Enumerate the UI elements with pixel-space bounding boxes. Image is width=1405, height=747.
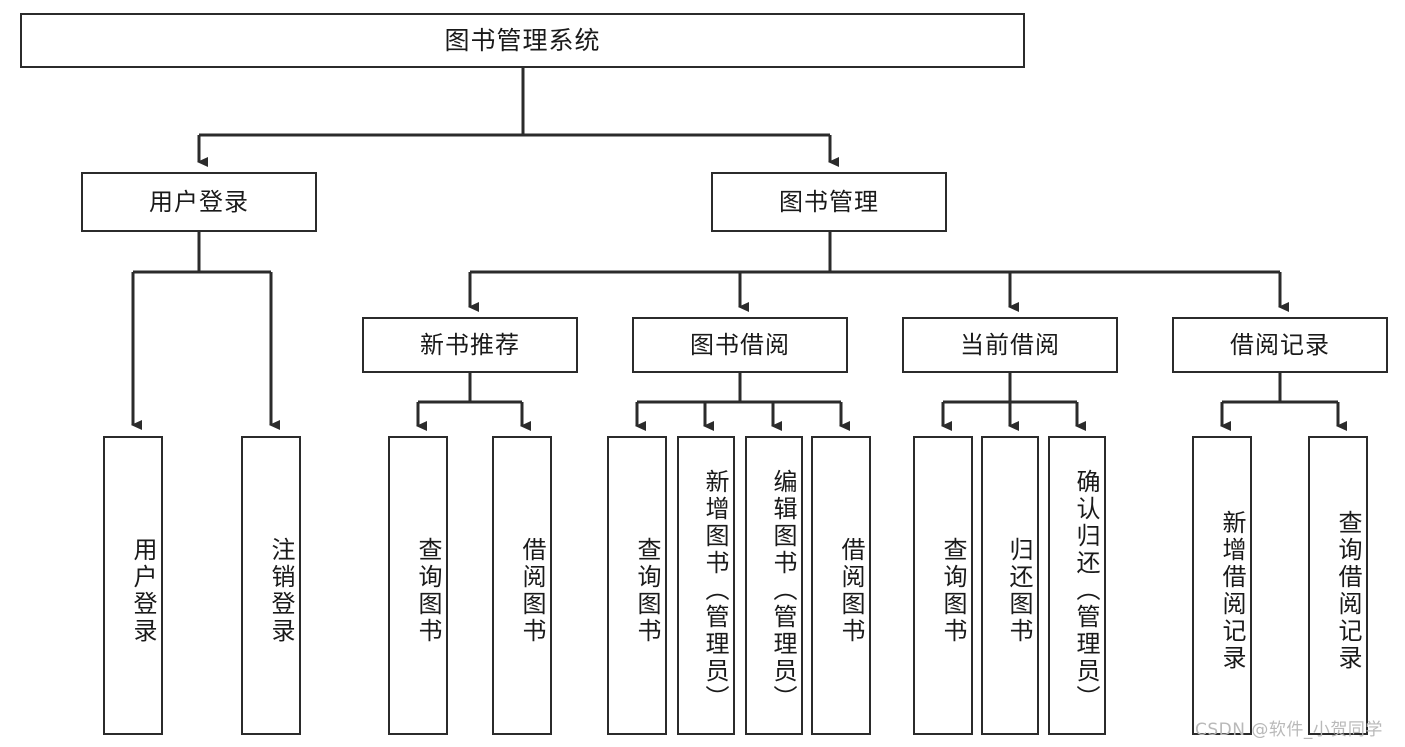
node-book-borrow[interactable]: 图书借阅 <box>632 317 848 373</box>
leaf-borrow-edit-book[interactable]: 编辑图书（管理员） <box>745 436 803 735</box>
node-current-borrow-label: 当前借阅 <box>960 330 1060 359</box>
leaf-borrow-borrow-book[interactable]: 借阅图书 <box>811 436 871 735</box>
leaf-recommend-borrow-book-label: 借阅图书 <box>518 536 546 645</box>
node-root-system-label: 图书管理系统 <box>444 25 601 55</box>
leaf-current-query-book-label: 查询图书 <box>939 536 967 645</box>
leaf-current-return-book[interactable]: 归还图书 <box>981 436 1039 735</box>
leaf-record-query-record[interactable]: 查询借阅记录 <box>1308 436 1368 735</box>
leaf-user-login-logout-label: 注销登录 <box>267 536 295 645</box>
node-borrow-record-label: 借阅记录 <box>1230 330 1330 359</box>
leaf-borrow-add-book[interactable]: 新增图书（管理员） <box>677 436 735 735</box>
leaf-recommend-query-book-label: 查询图书 <box>414 536 442 645</box>
leaf-recommend-query-book[interactable]: 查询图书 <box>388 436 448 735</box>
node-borrow-record[interactable]: 借阅记录 <box>1172 317 1388 373</box>
leaf-current-confirm-return-label: 确认归还（管理员） <box>1072 469 1100 712</box>
leaf-user-login-logout[interactable]: 注销登录 <box>241 436 301 735</box>
leaf-record-add-record-label: 新增借阅记录 <box>1218 509 1246 672</box>
leaf-borrow-query-book-label: 查询图书 <box>633 536 661 645</box>
node-current-borrow[interactable]: 当前借阅 <box>902 317 1118 373</box>
node-new-book-recommend[interactable]: 新书推荐 <box>362 317 578 373</box>
leaf-borrow-borrow-book-label: 借阅图书 <box>837 536 865 645</box>
node-book-management-label: 图书管理 <box>779 187 879 216</box>
leaf-current-query-book[interactable]: 查询图书 <box>913 436 973 735</box>
leaf-current-return-book-label: 归还图书 <box>1005 536 1033 645</box>
node-root-system[interactable]: 图书管理系统 <box>20 13 1025 68</box>
leaf-borrow-edit-book-label: 编辑图书（管理员） <box>769 469 797 712</box>
node-user-login-label: 用户登录 <box>149 187 249 216</box>
leaf-user-login-login[interactable]: 用户登录 <box>103 436 163 735</box>
leaf-borrow-query-book[interactable]: 查询图书 <box>607 436 667 735</box>
leaf-record-add-record[interactable]: 新增借阅记录 <box>1192 436 1252 735</box>
leaf-user-login-login-label: 用户登录 <box>129 536 157 645</box>
leaf-record-query-record-label: 查询借阅记录 <box>1334 509 1362 672</box>
node-user-login[interactable]: 用户登录 <box>81 172 317 232</box>
leaf-recommend-borrow-book[interactable]: 借阅图书 <box>492 436 552 735</box>
leaf-borrow-add-book-label: 新增图书（管理员） <box>701 469 729 712</box>
node-book-borrow-label: 图书借阅 <box>690 330 790 359</box>
watermark-text: CSDN @软件_小贺同学 <box>1195 720 1383 740</box>
node-new-book-recommend-label: 新书推荐 <box>420 330 520 359</box>
node-book-management[interactable]: 图书管理 <box>711 172 947 232</box>
leaf-current-confirm-return[interactable]: 确认归还（管理员） <box>1048 436 1106 735</box>
